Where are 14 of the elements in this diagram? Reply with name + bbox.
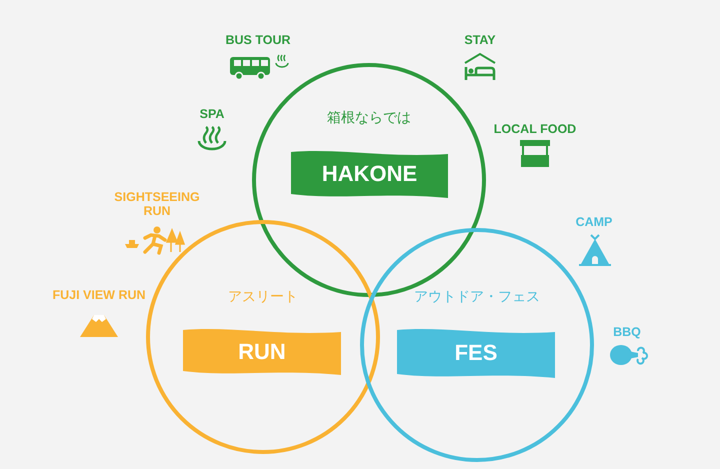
category-label: LOCAL FOOD (494, 122, 576, 136)
category-label: SIGHTSEEING RUN (113, 190, 201, 218)
category-label: BUS TOUR (225, 33, 291, 47)
circle-heading: アスリート (227, 288, 299, 306)
banner: RUN (183, 328, 341, 375)
category-label: STAY (464, 33, 496, 47)
category-label: FUJI VIEW RUN (52, 288, 146, 302)
circle-heading: 箱根ならでは (326, 109, 412, 127)
banner: HAKONE (291, 150, 448, 198)
category-label: CAMP (576, 215, 612, 229)
category-label: BBQ (613, 325, 641, 339)
category-label: SPA (200, 107, 224, 121)
circle-heading: アウトドア・フェス (413, 288, 541, 306)
banner: FES (397, 328, 555, 378)
